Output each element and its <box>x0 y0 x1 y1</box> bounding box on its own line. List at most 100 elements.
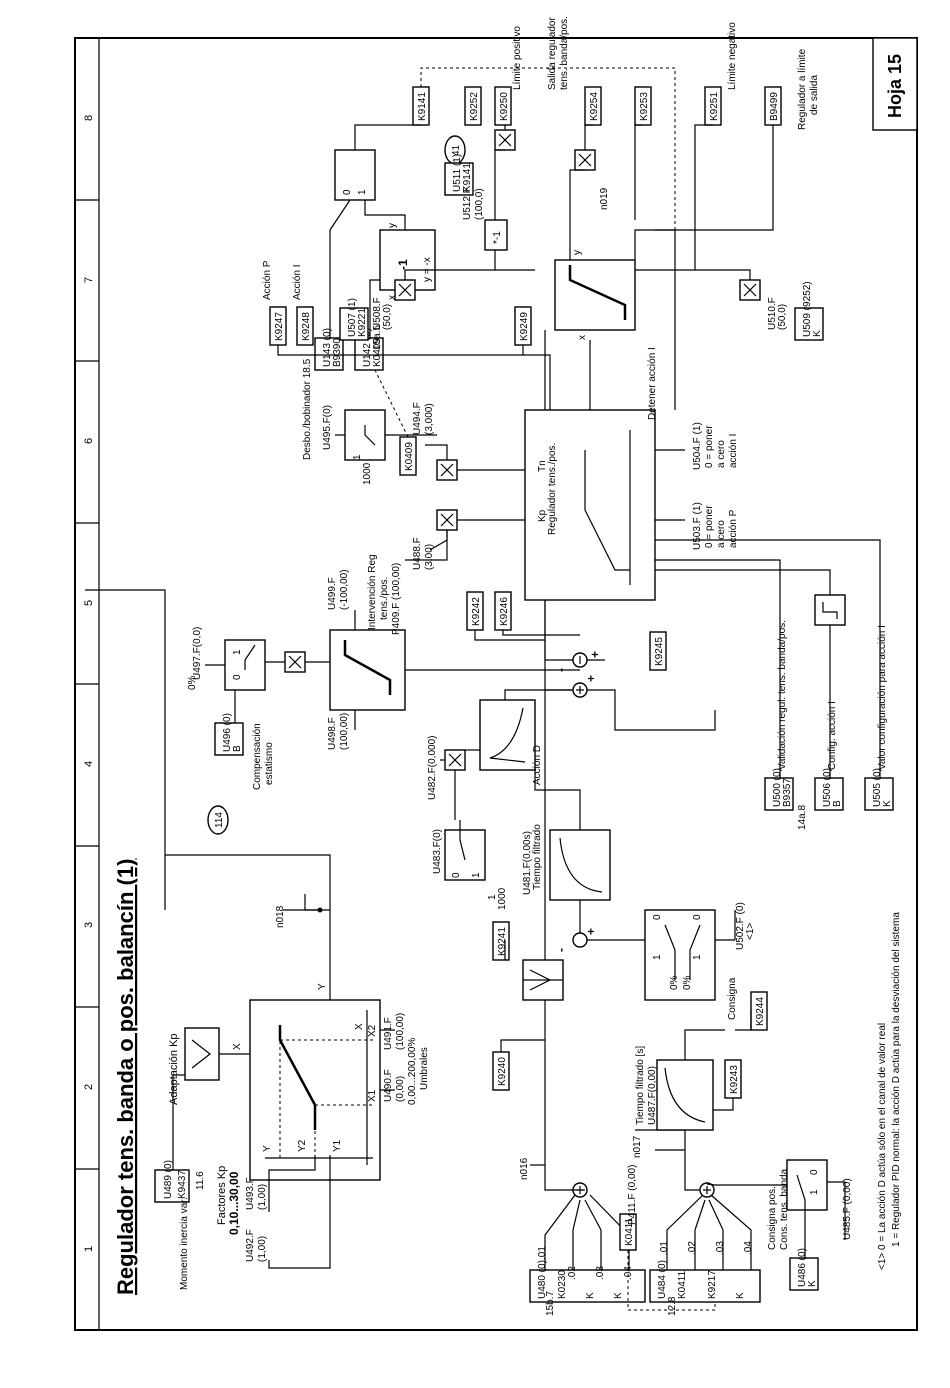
b9357-label: B9357 <box>782 778 793 807</box>
momento-label: Momento inercia var. <box>179 1197 190 1290</box>
u499-value: (-100,00) <box>339 569 350 610</box>
u486-param: U486 (0) <box>797 1248 808 1287</box>
u489-box[interactable] <box>154 1169 190 1203</box>
u486-switch <box>786 1159 828 1211</box>
u498-label: U498.F <box>327 717 338 750</box>
ref14a8: 14a.8 <box>797 805 808 830</box>
u492-value: (1,00) <box>257 1236 268 1262</box>
u482-label: U482.F(0,000) <box>427 736 438 800</box>
u484-k1: K0411 <box>677 1270 688 1299</box>
reg-lim2-label: de salida <box>809 75 820 115</box>
u497-zero: 0% <box>187 675 198 690</box>
k9242-label: K9242 <box>471 597 482 626</box>
k9141-label: K9141 <box>417 92 428 121</box>
col-6: 6 <box>83 438 95 444</box>
u488-label: U488.F <box>412 537 423 570</box>
k9247-label: K9247 <box>274 312 285 341</box>
u142-box[interactable] <box>354 337 384 371</box>
col-1: 1 <box>83 1246 95 1252</box>
lim-y: y <box>572 250 583 255</box>
u499-label: U499.F <box>327 577 338 610</box>
tiempo487-label: Tiempo filtrado [s] <box>635 1046 646 1125</box>
k9221-label: K9221 <box>357 308 368 337</box>
interv1-label: Intervención Reg <box>367 554 378 630</box>
u500-param: U500 (0) <box>772 768 783 807</box>
consigna-pos-label: Consigna pos. <box>767 1186 778 1250</box>
u512-label: U512.F <box>462 187 473 220</box>
u486-box[interactable] <box>789 1257 819 1291</box>
adaptacion-label: Adaptación Kp <box>168 1033 180 1105</box>
u143-box[interactable] <box>314 337 344 371</box>
sheet-number: Hoja 15 <box>885 54 905 118</box>
u484-param: U484 (0) <box>657 1260 668 1299</box>
u491-value: (100,00) <box>395 1013 406 1050</box>
u484-ref: 12.8 <box>667 1296 678 1316</box>
k9254-label: K9254 <box>589 92 600 121</box>
u484-box[interactable] <box>649 1269 761 1303</box>
zero-pct-a: 0% <box>669 975 680 990</box>
accion-i-label: Acción I <box>292 264 303 300</box>
inv-y: y <box>387 223 398 228</box>
tn-label: Tn <box>537 460 548 472</box>
u486-k: K <box>807 1280 818 1287</box>
u492-label: U492.F <box>245 1229 256 1262</box>
n017-label: n017 <box>632 1135 643 1158</box>
kp-label: Kp <box>537 509 548 522</box>
k0411-label: K0411 <box>624 1217 635 1246</box>
u484-k3: K <box>735 1292 746 1299</box>
footnote-2: 1 = Regulador PID normal: la acción D ac… <box>891 912 902 1247</box>
sw502-1b: 1 <box>692 954 703 960</box>
u480-c03: .03 <box>595 1266 606 1280</box>
u496-b: B <box>232 745 243 752</box>
salida2-label: tens. banda/pos. <box>559 16 570 90</box>
desbo-label: Desbo./bobinador 18.5 <box>302 358 313 460</box>
u509-param: U509 (9252) <box>802 281 813 337</box>
u507-box[interactable] <box>339 307 369 341</box>
u511-box[interactable] <box>444 162 474 196</box>
u506-b: B <box>832 800 843 807</box>
u510-value: (50,0) <box>777 304 788 330</box>
k9245-label: K9245 <box>654 637 665 666</box>
u484-c02: .02 <box>687 1241 698 1255</box>
u500-box[interactable] <box>764 777 794 811</box>
tiempo481-label: Tiempo filtrado <box>532 824 543 890</box>
u508-label: U508.F <box>372 297 383 330</box>
inv-x: x <box>387 295 398 300</box>
b9390-label: B9390 <box>332 338 343 367</box>
u507-param: U507 (1) <box>347 298 358 337</box>
u493-label: U493.F <box>245 1177 256 1210</box>
sw486-0: 0 <box>809 1169 820 1175</box>
u497-label: U497.F(0,0) <box>192 627 203 680</box>
u484-c01: .01 <box>659 1241 670 1255</box>
u504-d1: 0 = poner <box>704 425 715 468</box>
factores-title: Factores Kp <box>216 1166 228 1225</box>
u503-d3: acción P <box>728 509 739 548</box>
u496-box[interactable] <box>214 722 244 756</box>
sw497-1: 1 <box>232 649 243 655</box>
u504-label: U504.F (1) <box>692 422 703 470</box>
minus-sign-a: - <box>554 948 568 952</box>
lim-pos-label: Límite positivo <box>512 26 523 90</box>
u502-label: U502.F (0) <box>735 902 746 950</box>
accion-p-label: Acción P <box>262 260 273 300</box>
sheet-number-box <box>872 37 918 131</box>
neg-label: -1 <box>396 259 410 270</box>
u480-param: U480 (0) <box>537 1260 548 1299</box>
u480-box[interactable] <box>529 1269 646 1303</box>
u506-box[interactable] <box>814 777 844 811</box>
p411-label: P411.F (0,00) <box>627 1165 638 1225</box>
u480-k2: K <box>585 1292 596 1299</box>
u505-box[interactable] <box>864 777 894 811</box>
u509-box[interactable] <box>794 307 824 341</box>
column-ticks <box>75 199 99 1170</box>
k9244-label: K9244 <box>755 997 766 1026</box>
u512-value: (100,0) <box>474 188 485 220</box>
ref15a5: 15a.5 <box>372 325 383 350</box>
lim-x: x <box>577 335 588 340</box>
sw502-1a: 1 <box>652 954 663 960</box>
y1-label: Y1 <box>332 1139 343 1152</box>
sw486-1: 1 <box>809 1189 820 1195</box>
k0409-label: K0409 <box>404 442 415 471</box>
pt1-481 <box>549 829 611 901</box>
